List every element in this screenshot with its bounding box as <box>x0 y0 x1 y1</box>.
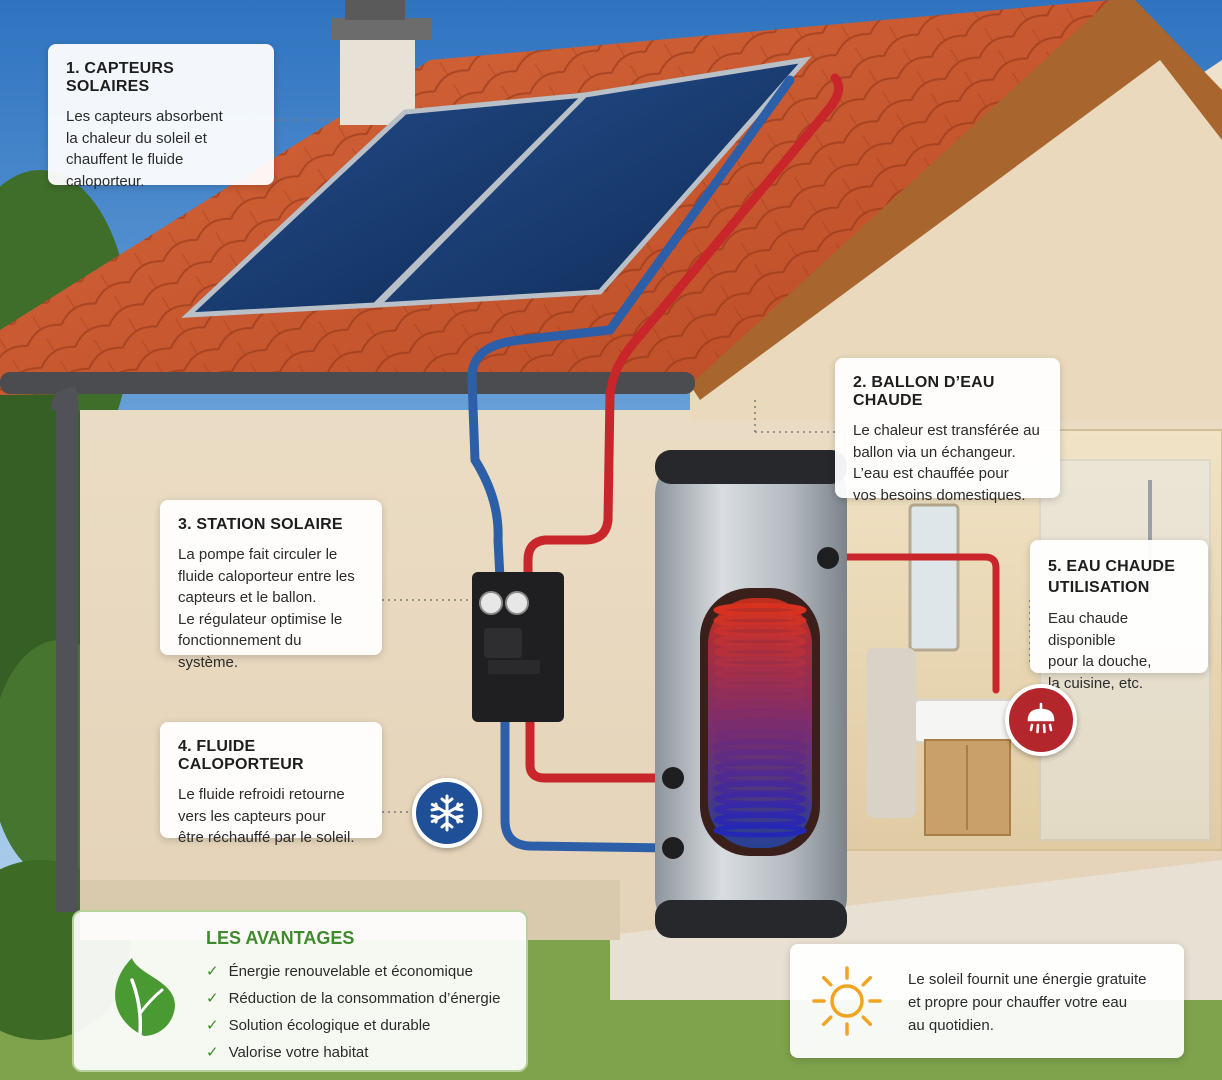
callout-hot-water-tank: 2. BALLON D’EAU CHAUDE Le chaleur est tr… <box>835 358 1060 504</box>
list-item: ✓ Valorise votre habitat <box>206 1039 500 1066</box>
callout-title: 2. BALLON D’EAU CHAUDE <box>853 374 995 409</box>
solar-panels <box>181 56 812 318</box>
advantage-text: Énergie renouvelable et économique <box>228 963 473 980</box>
sun-note-card: Le soleil fournit une énergie gratuite e… <box>790 944 1184 1058</box>
callout-solar-collectors: 1. CAPTEURS SOLAIRES Les capteurs absorb… <box>48 44 274 190</box>
callout-text: Eau chaude disponible pour la douche, la… <box>1048 610 1152 692</box>
callout-title: 5. EAU CHAUDE UTILISATION <box>1048 558 1176 596</box>
advantage-text: Solution écologique et durable <box>228 1017 431 1034</box>
list-item: ✓ Énergie renouvelable et économique <box>206 958 500 985</box>
advantage-text: Valorise votre habitat <box>228 1044 369 1061</box>
pipes <box>467 73 1000 853</box>
check-icon: ✓ <box>206 990 219 1007</box>
callout-text: Le chaleur est transférée au ballon via … <box>853 422 1040 504</box>
callout-text: La pompe fait circuler le fluide calopor… <box>178 546 355 671</box>
list-item: ✓ Réduction de la consommation d’énergie <box>206 985 500 1012</box>
solar-station <box>472 572 564 722</box>
leaf-icon <box>104 950 184 1040</box>
callout-text: Le fluide refroidi retourne vers les cap… <box>178 786 355 846</box>
callout-solar-station: 3. STATION SOLAIRE La pompe fait circule… <box>160 500 382 671</box>
snowflake-icon <box>412 778 482 848</box>
list-item: ✓ Solution écologique et durable <box>206 1012 500 1039</box>
sun-note-text: Le soleil fournit une énergie gratuite e… <box>908 971 1147 1034</box>
callout-text: Les capteurs absorbent la chaleur du sol… <box>66 108 223 190</box>
callout-hot-water-use: 5. EAU CHAUDE UTILISATION Eau chaude dis… <box>1030 540 1208 692</box>
check-icon: ✓ <box>206 1044 219 1061</box>
sun-icon <box>810 964 884 1038</box>
advantage-text: Réduction de la consommation d’énergie <box>228 990 501 1007</box>
coil-ring <box>713 823 807 838</box>
check-icon: ✓ <box>206 963 219 980</box>
advantages-card: LES AVANTAGES ✓ Énergie renouvelable et é… <box>72 910 528 1072</box>
check-icon: ✓ <box>206 1017 219 1034</box>
callout-title: 4. FLUIDE CALOPORTEUR <box>178 738 304 773</box>
shower-icon <box>1005 684 1077 756</box>
advantages-title: LES AVANTAGES <box>206 928 355 948</box>
callout-title: 3. STATION SOLAIRE <box>178 516 343 533</box>
callout-title: 1. CAPTEURS SOLAIRES <box>66 60 174 95</box>
callout-heat-transfer-fluid: 4. FLUIDE CALOPORTEUR Le fluide refroidi… <box>160 722 382 846</box>
advantages-list: ✓ Énergie renouvelable et économique ✓ Réd… <box>206 958 500 1066</box>
hot-water-tank <box>655 450 847 938</box>
